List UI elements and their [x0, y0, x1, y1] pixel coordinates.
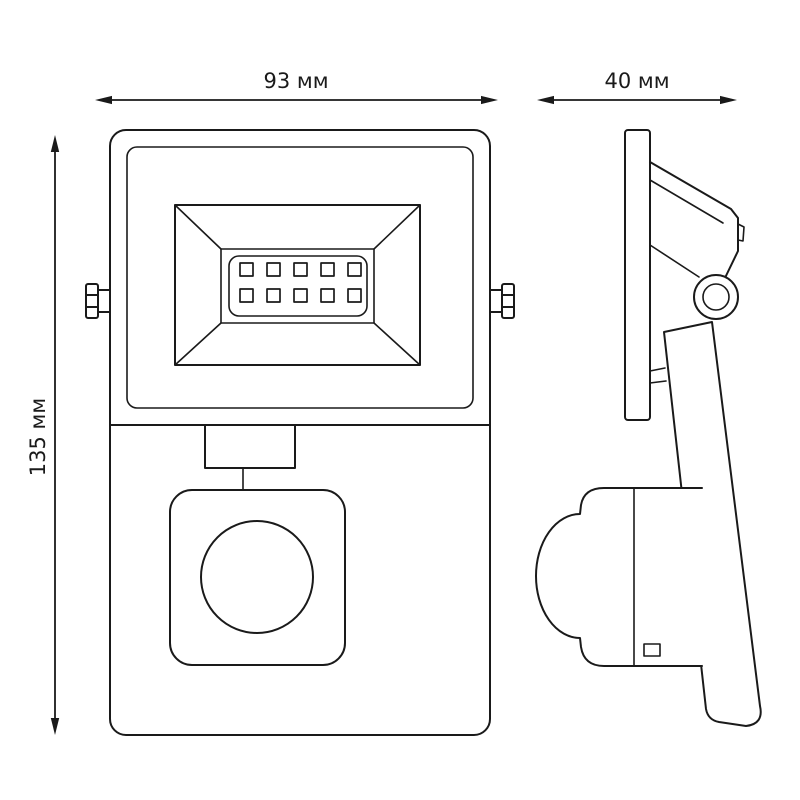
dimension-height: 135 мм	[26, 135, 60, 735]
sensor-neck	[204, 424, 296, 469]
screw-washer	[489, 289, 503, 313]
front-head-inner-outline	[126, 146, 474, 409]
led-bezel	[174, 204, 421, 366]
screw-head	[85, 283, 99, 319]
hinge-knob-outer	[693, 274, 739, 320]
screw-head	[501, 283, 515, 319]
dimension-depth: 40 мм	[537, 69, 737, 105]
bracket-bend-line	[649, 367, 666, 372]
side-body-slab	[663, 321, 762, 727]
front-view	[85, 129, 515, 736]
arrowhead-left-icon	[537, 95, 554, 105]
led-grid	[239, 262, 362, 303]
led-chip	[320, 262, 335, 277]
led-chip	[293, 262, 308, 277]
bezel-corner-line	[373, 322, 421, 366]
arrowhead-right-icon	[720, 95, 737, 105]
sensor-housing-front	[169, 489, 346, 666]
side-view	[535, 129, 762, 727]
hinge-knob-inner	[702, 283, 730, 311]
arrowhead-right-icon	[481, 95, 498, 105]
arrowhead-down-icon	[50, 718, 60, 735]
led-chip	[266, 262, 281, 277]
dimension-height-label: 135 мм	[26, 398, 50, 476]
led-chip	[239, 262, 254, 277]
bezel-inner-frame	[220, 248, 375, 324]
led-chip	[347, 288, 362, 303]
bezel-corner-line	[174, 204, 222, 250]
side-head-inner-line	[649, 179, 724, 224]
dimension-depth-label: 40 мм	[604, 69, 669, 93]
led-chip	[293, 288, 308, 303]
screw-washer	[97, 289, 111, 313]
bezel-corner-line	[373, 204, 421, 250]
sensor-lens-front	[200, 520, 314, 634]
side-mount-tab	[737, 223, 745, 242]
side-head-outline	[649, 161, 739, 281]
led-chip	[266, 288, 281, 303]
led-chip	[347, 262, 362, 277]
bracket-bend-line	[649, 380, 667, 384]
side-mounting-bracket	[624, 129, 651, 421]
mounting-tab-right	[489, 283, 515, 319]
arrowhead-up-icon	[50, 135, 60, 152]
sensor-dome-mask	[536, 488, 702, 666]
arrowhead-left-icon	[95, 95, 112, 105]
sensor-dome-outline	[535, 487, 703, 667]
bezel-corner-line	[174, 322, 222, 366]
mounting-tab-left	[85, 283, 111, 319]
led-chip	[320, 288, 335, 303]
led-window	[228, 255, 368, 317]
sensor-foot	[643, 643, 661, 657]
dimension-width: 93 мм	[95, 69, 498, 105]
front-body-outline	[109, 129, 491, 736]
side-head-bottom-line	[649, 244, 700, 278]
dimension-width-label: 93 мм	[263, 69, 328, 93]
led-chip	[239, 288, 254, 303]
bezel-outer-frame	[174, 204, 421, 366]
